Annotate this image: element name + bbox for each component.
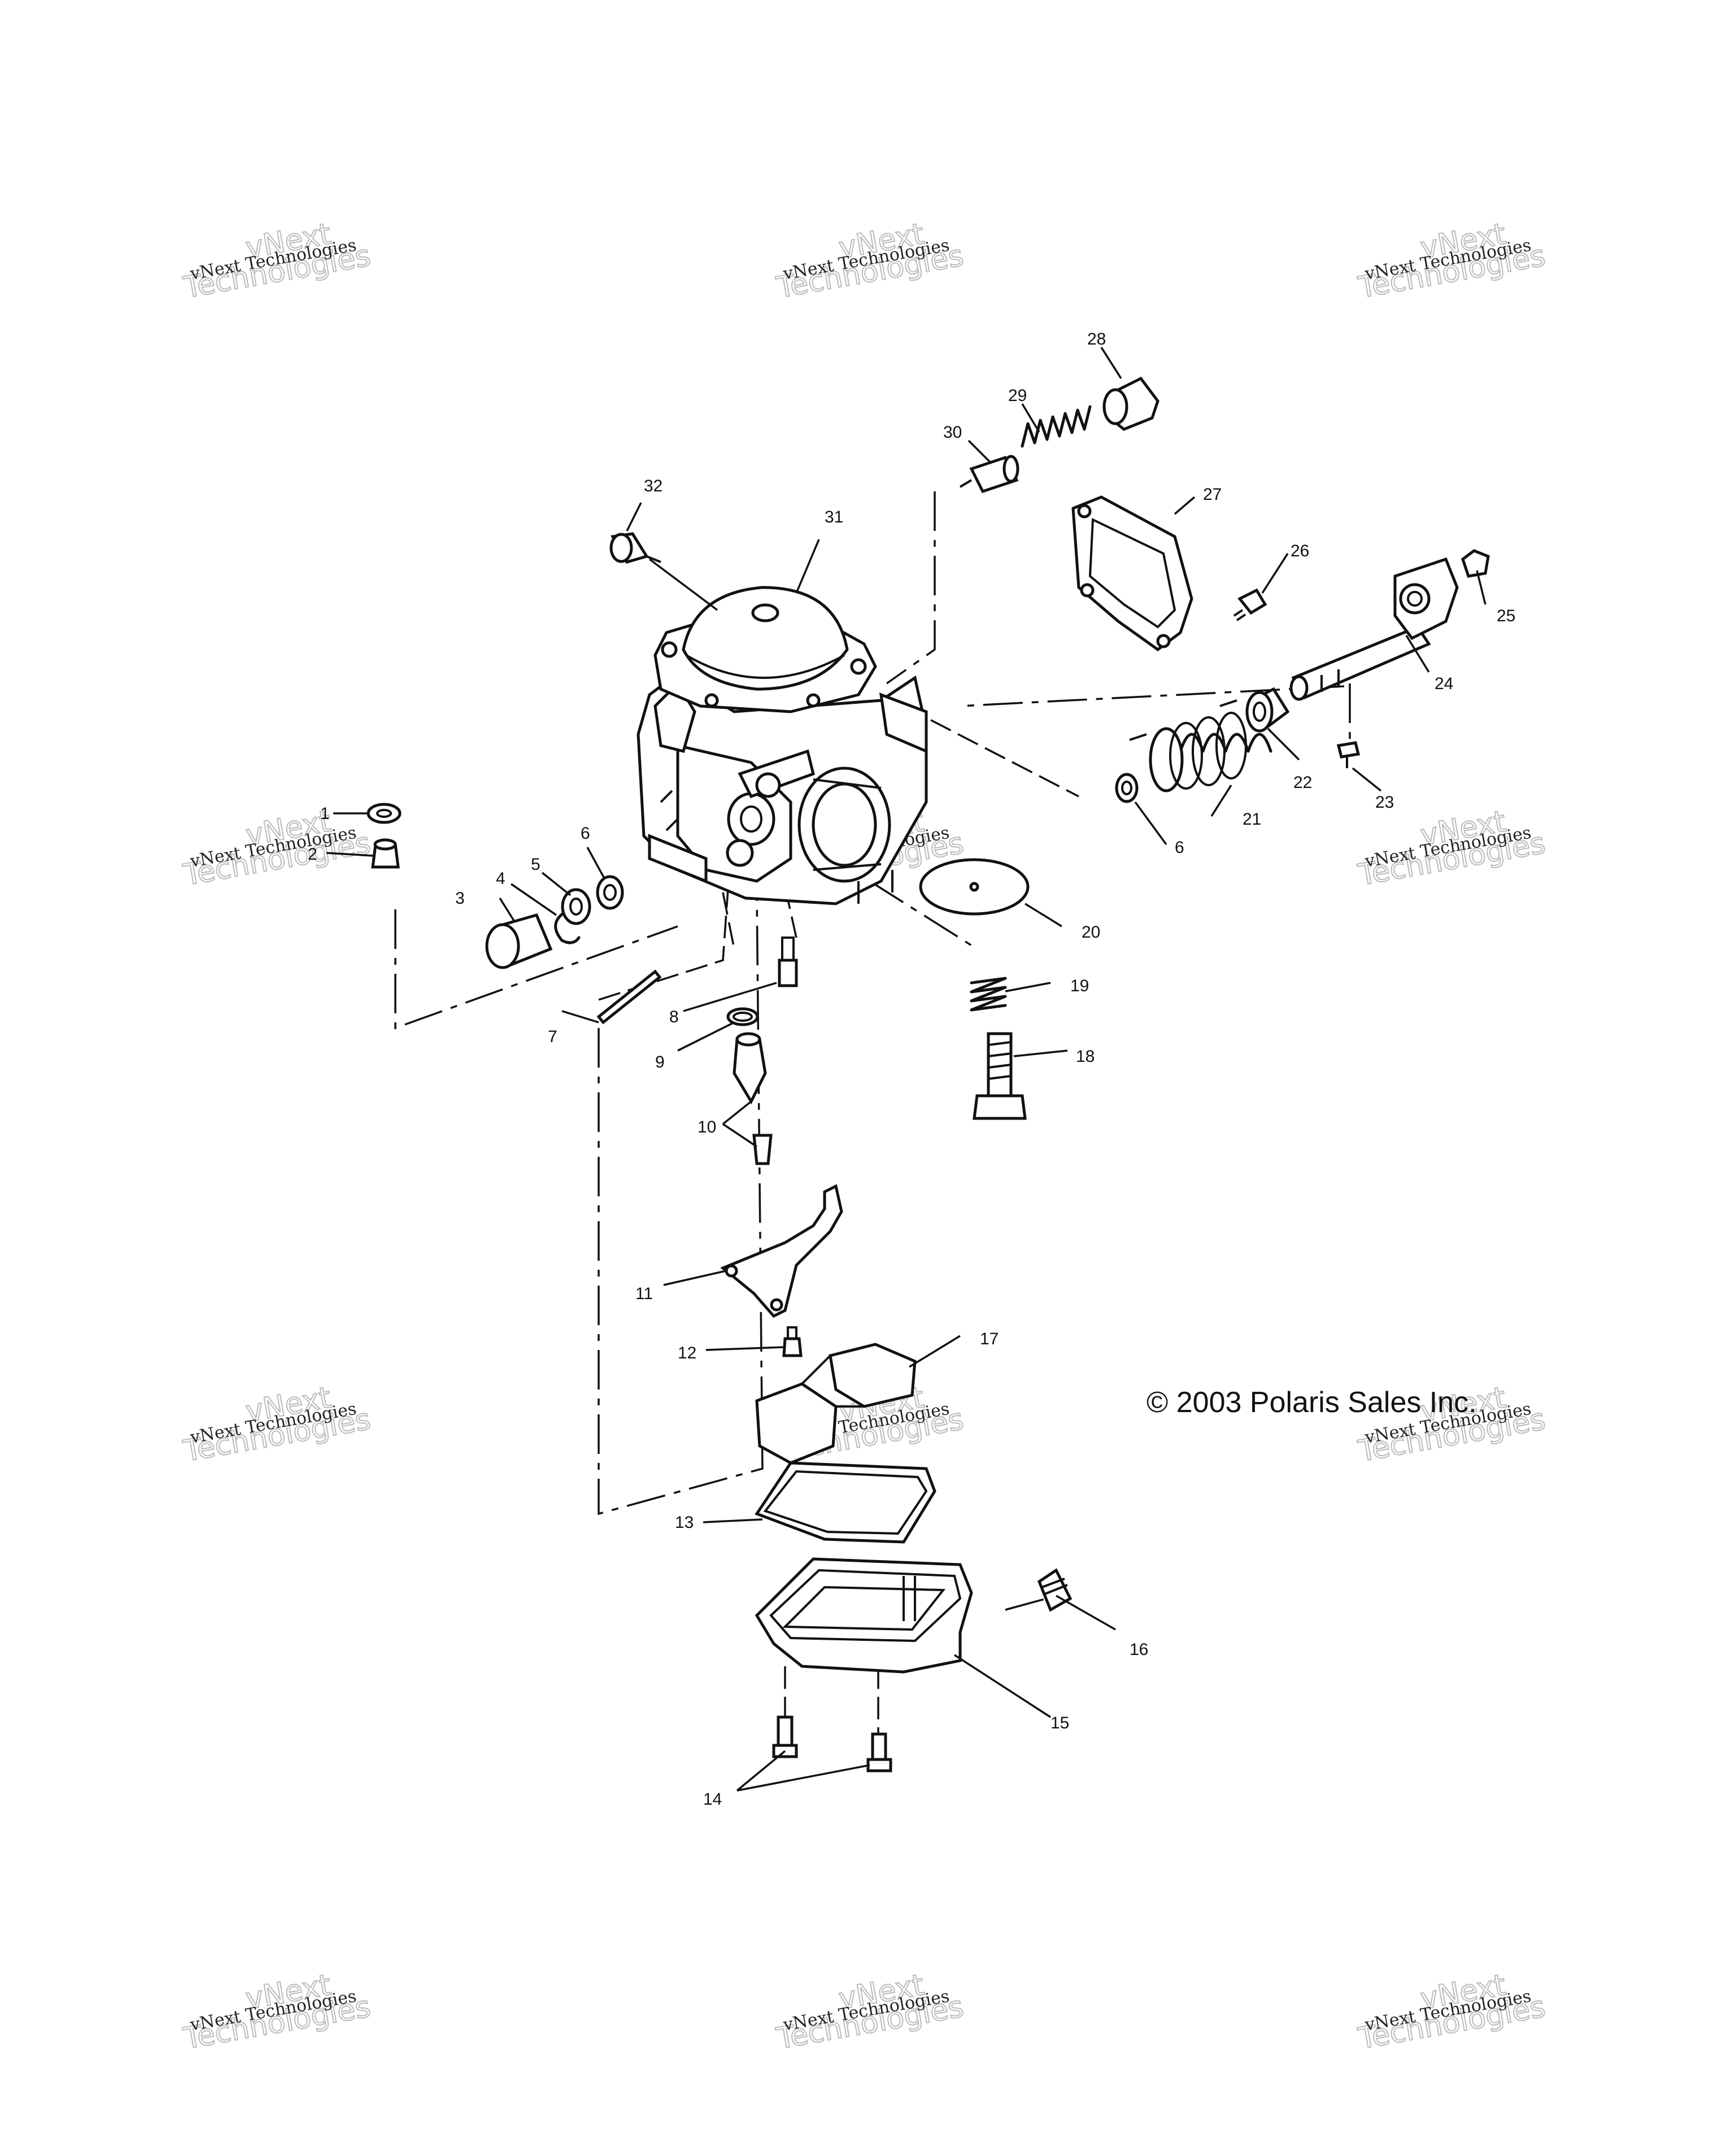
part-14-screws xyxy=(772,1715,892,1772)
callout-8: 8 xyxy=(669,1008,679,1026)
callout-26: 26 xyxy=(1291,542,1309,560)
callout-6: 6 xyxy=(1175,838,1184,857)
callout-30: 30 xyxy=(943,423,962,442)
copyright-notice: © 2003 Polaris Sales Inc. xyxy=(1147,1386,1477,1419)
part-5-washer xyxy=(561,888,591,925)
watermark: Technologies vNext vNext Technologies xyxy=(1355,804,1548,893)
callout-1: 1 xyxy=(320,804,330,823)
callout-2: 2 xyxy=(308,845,317,864)
callout-31: 31 xyxy=(825,508,843,526)
part-18-screw xyxy=(973,1032,1027,1120)
part-11-bracket xyxy=(720,1184,843,1318)
callout-labels: 1 2 3 4 5 6 6 7 8 9 10 11 12 13 14 15 16… xyxy=(308,330,1515,1809)
part-2-fitting xyxy=(371,838,400,869)
part-15-float-bowl xyxy=(755,1557,973,1674)
callout-21: 21 xyxy=(1243,810,1261,829)
part-21-spring xyxy=(1129,699,1272,792)
part-24-shaft xyxy=(1289,557,1459,701)
part-9-oring xyxy=(726,1007,759,1026)
part-3-cap xyxy=(485,913,553,969)
part-4-clip xyxy=(554,911,581,944)
part-7-pin xyxy=(596,969,662,1025)
part-26-screw xyxy=(1233,588,1267,621)
part-22-bushing xyxy=(1245,687,1290,733)
part-8-jet xyxy=(778,937,798,987)
part-19-spring xyxy=(970,977,1007,1012)
part-25-cap xyxy=(1461,549,1490,578)
assembly-lines xyxy=(394,491,1351,1745)
part-6-washer-right xyxy=(1115,773,1139,803)
callout-3: 3 xyxy=(455,889,465,908)
watermark: Technologies vNext vNext Technologies xyxy=(773,216,966,306)
callout-23: 23 xyxy=(1375,793,1394,812)
watermark: Technologies vNext vNext Technologies xyxy=(180,216,373,306)
callout-20: 20 xyxy=(1082,923,1100,942)
watermarks: Technologies vNext vNext Technologies Te… xyxy=(180,216,1548,2057)
callout-25: 25 xyxy=(1497,607,1515,625)
part-1-nut xyxy=(367,803,402,824)
callout-32: 32 xyxy=(644,477,662,495)
part-27-cover xyxy=(1071,495,1193,652)
callout-27: 27 xyxy=(1203,485,1222,504)
part-17-float xyxy=(755,1343,917,1465)
watermark: Technologies vNext vNext Technologies xyxy=(180,1967,373,2057)
callout-5: 5 xyxy=(531,855,540,874)
callout-7: 7 xyxy=(548,1027,557,1046)
part-10-needle-seat xyxy=(733,1032,773,1165)
callout-29: 29 xyxy=(1008,386,1027,405)
callout-6: 6 xyxy=(581,824,590,843)
callout-28: 28 xyxy=(1087,330,1106,349)
part-13-gasket xyxy=(755,1461,936,1544)
callout-15: 15 xyxy=(1050,1714,1069,1732)
leader-lines xyxy=(326,347,1486,1792)
callout-11: 11 xyxy=(635,1284,653,1303)
part-16-drain-screw xyxy=(1037,1568,1073,1612)
watermark: Technologies vNext vNext Technologies xyxy=(180,1380,373,1469)
callout-12: 12 xyxy=(678,1344,696,1362)
watermark: Technologies vNext vNext Technologies xyxy=(773,1967,966,2057)
part-23-screw xyxy=(1336,741,1361,768)
watermark: Technologies vNext vNext Technologies xyxy=(1355,216,1548,306)
callout-9: 9 xyxy=(655,1053,665,1072)
part-32-screw xyxy=(609,532,661,564)
part-12-screw xyxy=(782,1326,803,1357)
callout-19: 19 xyxy=(1070,977,1089,995)
part-29-spring xyxy=(1021,405,1092,448)
callout-18: 18 xyxy=(1076,1047,1095,1066)
part-30-needle xyxy=(959,455,1019,494)
callout-22: 22 xyxy=(1293,773,1312,792)
callout-17: 17 xyxy=(980,1330,999,1348)
part-20-diaphragm xyxy=(919,858,1030,916)
parts xyxy=(367,376,1490,1772)
callout-10: 10 xyxy=(698,1118,716,1136)
callout-24: 24 xyxy=(1435,674,1453,693)
watermark: Technologies vNext vNext Technologies xyxy=(1355,1967,1548,2057)
callout-4: 4 xyxy=(496,869,505,888)
carburetor-body xyxy=(637,586,928,905)
callout-13: 13 xyxy=(675,1513,694,1532)
callout-14: 14 xyxy=(703,1790,722,1809)
callout-16: 16 xyxy=(1130,1640,1148,1659)
part-28-cap xyxy=(1102,376,1159,431)
part-6-washer-left xyxy=(596,875,624,910)
